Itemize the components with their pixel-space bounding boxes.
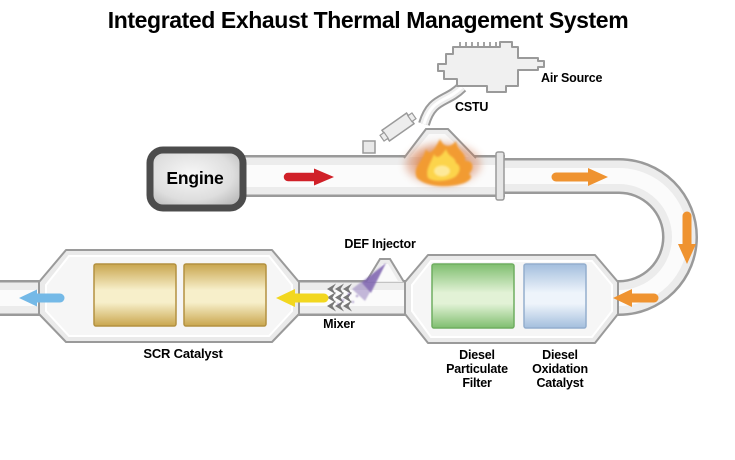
air-source-label: Air Source — [541, 71, 603, 85]
mixer-label: Mixer — [323, 317, 355, 331]
arrow-head — [588, 168, 608, 186]
arrow-head — [276, 289, 295, 307]
def-spray — [336, 263, 386, 306]
flow-arrow-post-mixer — [276, 289, 329, 307]
engine-block — [146, 146, 247, 212]
pipe-highlight-bend — [500, 168, 688, 306]
arrow-head — [314, 168, 334, 186]
diagram-title: Integrated Exhaust Thermal Management Sy… — [107, 7, 629, 33]
arrow-head — [613, 289, 632, 307]
spray-cone-inner — [362, 263, 386, 293]
spray-droplet — [336, 302, 340, 306]
engine-label: Engine — [166, 168, 224, 189]
spray-droplet — [347, 292, 351, 296]
arrow-head — [678, 244, 696, 264]
flame-highlight — [434, 165, 450, 177]
cstu-label: CSTU — [455, 100, 489, 114]
doc-substrate — [523, 263, 587, 329]
flow-arrow-tailpipe-out — [19, 289, 65, 307]
air-source-fins — [459, 42, 497, 46]
flow-arrow-engine-out — [283, 168, 334, 186]
scr-substrate-2 — [183, 263, 267, 327]
air-source-unit — [437, 41, 545, 93]
air-source-body — [437, 41, 545, 93]
scr-catalyst-label: SCR Catalyst — [143, 346, 223, 361]
spray-droplet — [355, 294, 359, 298]
flange-tab — [407, 112, 417, 123]
doc-label: Diesel Oxidation Catalyst — [532, 348, 588, 390]
pipe-flange — [495, 151, 505, 201]
dpf-label: Diesel Particulate Filter — [446, 348, 508, 390]
scr-canister — [38, 249, 300, 343]
arrow-head — [19, 289, 37, 307]
injector-flange-plate — [379, 112, 417, 142]
flange-tab — [379, 131, 389, 142]
spray-droplet — [341, 298, 345, 302]
flow-arrow-post-burner — [551, 168, 608, 186]
def-injector-label: DEF Injector — [344, 237, 416, 251]
dpf-doc-canister — [404, 254, 619, 344]
dpf-substrate — [431, 263, 515, 329]
burner-flame — [405, 139, 481, 187]
spray-droplet — [351, 300, 355, 304]
flow-arrow-into-doc — [613, 289, 659, 307]
cstu-tube-highlight — [422, 85, 464, 125]
mixer-element — [327, 283, 352, 312]
pipe-stub — [362, 140, 376, 154]
flow-arrow-downpipe — [678, 211, 696, 264]
scr-substrate-1 — [93, 263, 177, 327]
